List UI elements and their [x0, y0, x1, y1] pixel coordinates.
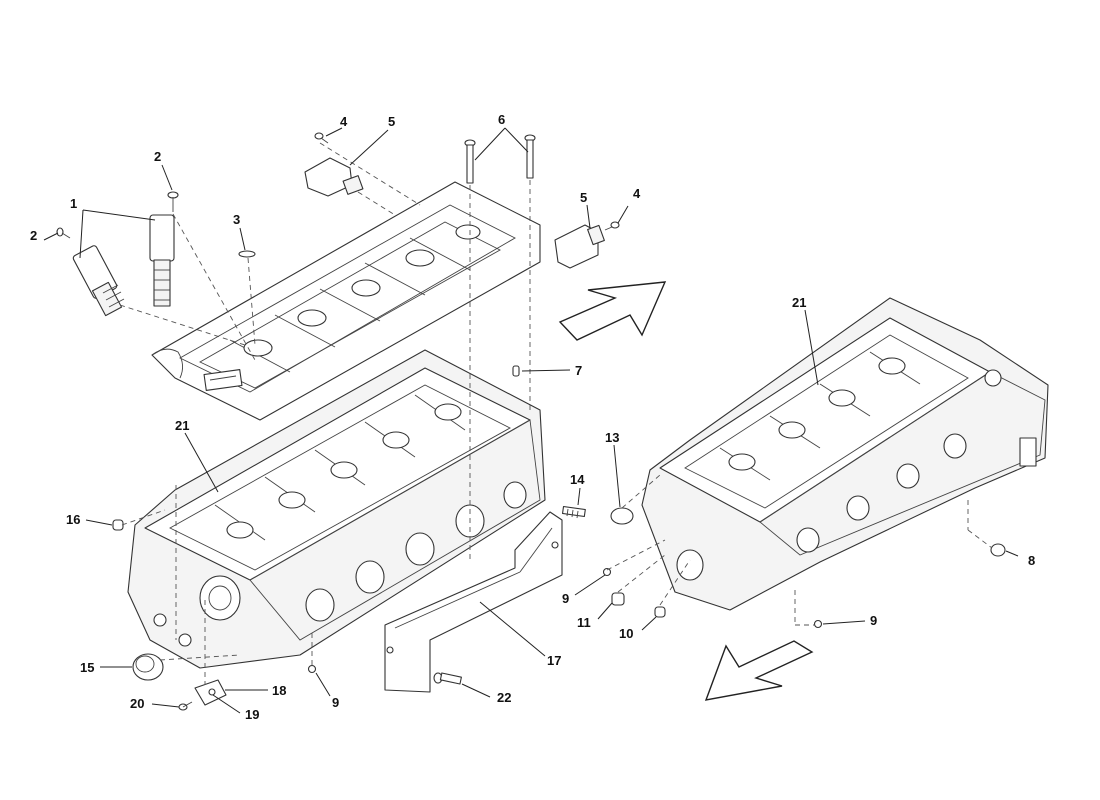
callout-5-right: 5	[580, 190, 587, 205]
callout-6: 6	[498, 112, 505, 127]
bolt-2-top	[167, 191, 179, 212]
callout-9-right: 9	[870, 613, 877, 628]
callout-9-center: 9	[562, 591, 569, 606]
callout-13: 13	[605, 430, 619, 445]
stud-14	[562, 505, 586, 519]
callout-4-right: 4	[633, 186, 641, 201]
camshaft-solenoid-valve-left	[72, 245, 125, 317]
callout-20: 20	[130, 696, 144, 711]
callout-7: 7	[575, 363, 582, 378]
plug-8	[990, 543, 1006, 557]
direction-arrow-up-right	[558, 281, 667, 341]
callout-16: 16	[66, 512, 80, 527]
bolt-22	[433, 672, 462, 685]
callout-labels: 1 2 2 3 4 4 5 5 6 7 8 9 9 9 10 11 13 14 …	[30, 112, 1035, 722]
callout-19: 19	[245, 707, 259, 722]
long-bolt-6-left	[464, 139, 476, 184]
bolt-4-top	[314, 132, 329, 144]
callout-10: 10	[619, 626, 633, 641]
callout-21-left: 21	[175, 418, 189, 433]
callout-2-top: 2	[154, 149, 161, 164]
heat-shield	[384, 511, 563, 693]
callout-8: 8	[1028, 553, 1035, 568]
callout-18: 18	[272, 683, 286, 698]
callout-17: 17	[547, 653, 561, 668]
plug-9-center	[602, 567, 612, 577]
bolt-20	[178, 701, 193, 711]
right-cylinder-head	[641, 297, 1049, 611]
plug-9-left	[307, 664, 317, 674]
left-cylinder-head	[127, 349, 546, 669]
callout-leader-lines	[43, 127, 1019, 714]
callout-14: 14	[570, 472, 585, 487]
callout-2-left: 2	[30, 228, 37, 243]
plug-10	[654, 606, 666, 618]
callout-9-left: 9	[332, 695, 339, 710]
camshaft-solenoid-valve-right	[149, 214, 175, 307]
bolt-4-right	[604, 221, 620, 231]
cap-15	[132, 653, 164, 681]
callout-22: 22	[497, 690, 511, 705]
long-bolt-6-right	[524, 134, 536, 179]
assembly-dashed-lines	[119, 142, 993, 685]
camshaft-sensor-top	[304, 157, 364, 197]
callout-4-top: 4	[340, 114, 348, 129]
callout-1: 1	[70, 196, 77, 211]
callout-3: 3	[233, 212, 240, 227]
plug-9-right	[813, 619, 823, 629]
camshaft-sensor-right	[554, 224, 605, 269]
callout-11: 11	[577, 615, 591, 630]
o-ring-3	[238, 250, 256, 258]
bracket-18	[194, 679, 227, 706]
direction-arrow-down-left	[704, 640, 814, 701]
callout-15: 15	[80, 660, 94, 675]
camshaft-carrier-frame	[151, 181, 541, 421]
o-ring-13	[610, 507, 634, 525]
callout-5-top: 5	[388, 114, 395, 129]
bolt-2-left	[56, 227, 71, 239]
plug-11	[611, 592, 625, 606]
dowel-pin-7	[512, 365, 520, 377]
callout-21-right: 21	[792, 295, 806, 310]
plug-16	[112, 519, 124, 531]
